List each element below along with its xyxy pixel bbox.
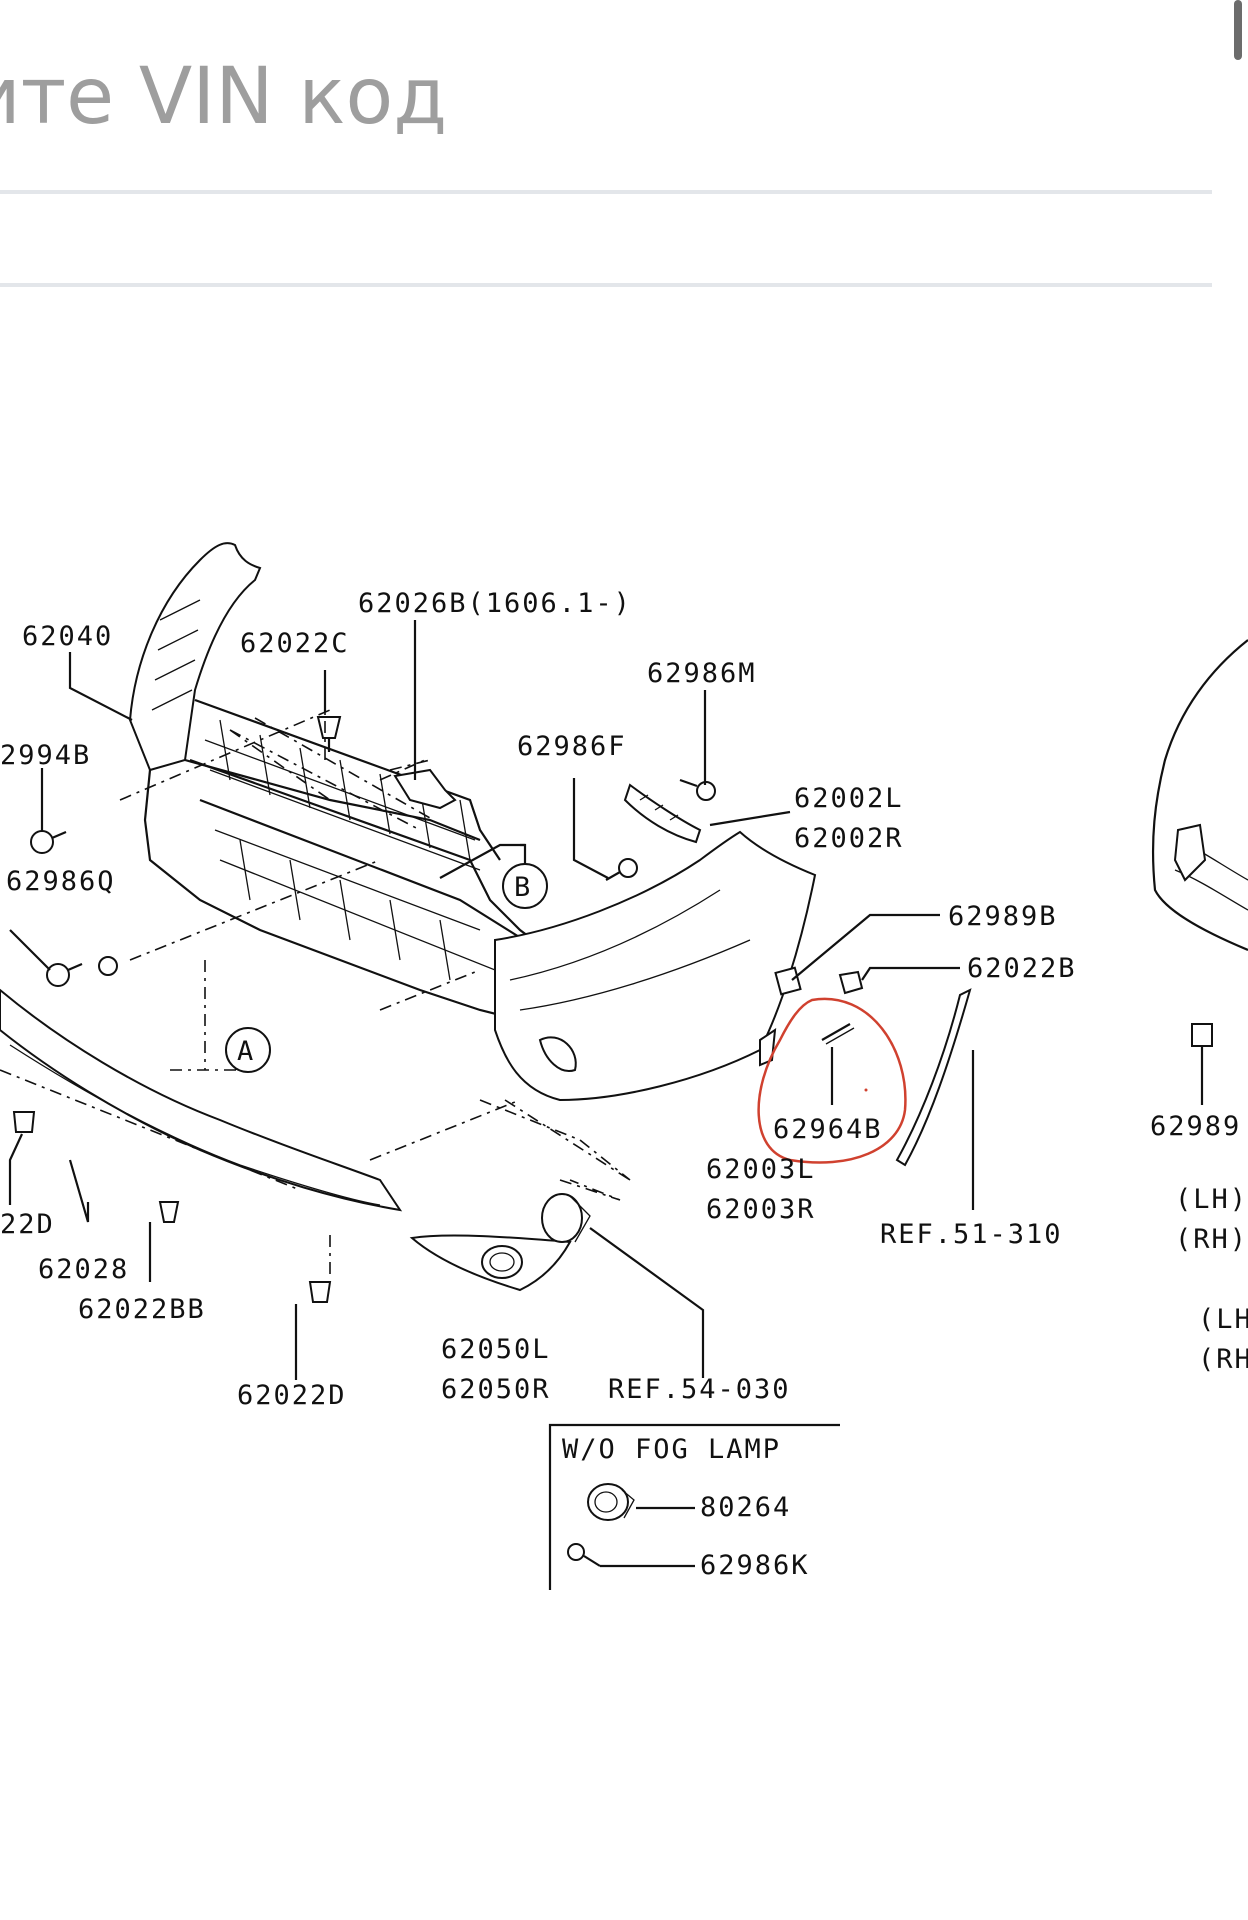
inset-title: W/O FOG LAMP [562, 1434, 781, 1465]
label-62003L[interactable]: 62003L [706, 1154, 816, 1185]
label-62022D[interactable]: 62022D [237, 1380, 347, 1411]
leader-lines [8, 620, 975, 1380]
screw-62986K[interactable] [567, 1543, 601, 1567]
bracket-62026B[interactable] [393, 768, 457, 810]
label-62040[interactable]: 62040 [22, 621, 113, 652]
bumper-cover-right[interactable] [494, 830, 817, 1102]
label-62002R[interactable]: 62002R [794, 823, 904, 854]
label-62964B[interactable]: 62964B [773, 1114, 883, 1145]
label-62989B[interactable]: 62989B [948, 901, 1058, 932]
label-62050R[interactable]: 62050R [441, 1374, 551, 1405]
fog-cover[interactable] [541, 1193, 591, 1243]
clip-62022B[interactable] [838, 970, 864, 995]
parts-diagram: B A 62040 62022C 62026B(1606.1-) 62986M … [0, 300, 1248, 1620]
adjacent-diagram-partial: 62989 (LH) (RH) (LH (RH [1150, 639, 1248, 1375]
label-ref-51-310[interactable]: REF.51-310 [880, 1219, 1063, 1250]
pin-62964B[interactable] [821, 1023, 855, 1045]
vin-search-input[interactable] [0, 42, 1120, 152]
label-62002L[interactable]: 62002L [794, 783, 904, 814]
bracket-62002L[interactable] [623, 783, 702, 844]
label-ref-54-030[interactable]: REF.54-030 [608, 1374, 791, 1405]
label-62022B[interactable]: 62022B [967, 953, 1077, 984]
highlight-dot [864, 1088, 868, 1092]
highlight-circle [757, 997, 907, 1164]
label-62986M[interactable]: 62986M [647, 658, 757, 689]
right-label-62989[interactable]: 62989 [1150, 1111, 1241, 1142]
fastener-62986F[interactable] [605, 858, 638, 881]
label-62022BB[interactable]: 62022BB [78, 1294, 206, 1325]
label-62028[interactable]: 62028 [38, 1254, 129, 1285]
label-62050L[interactable]: 62050L [441, 1334, 551, 1365]
bumper-exploded-diagram: B A 62040 62022C 62026B(1606.1-) 62986M … [0, 542, 1248, 1590]
header-divider [0, 190, 1212, 194]
fog-bezel-62050[interactable] [409, 1234, 572, 1292]
clip-62989B[interactable] [774, 966, 802, 996]
search-header [0, 0, 1248, 287]
label-62986F[interactable]: 62986F [517, 731, 627, 762]
label-62022D-left[interactable]: 22D [0, 1209, 55, 1240]
fastener-62022C[interactable] [316, 716, 342, 752]
scrollbar-thumb[interactable] [1234, 0, 1242, 60]
fastener-62022D[interactable] [308, 1281, 332, 1303]
marker-B: B [439, 843, 548, 909]
right-label-rh-2: (RH [1198, 1344, 1248, 1375]
label-62986K[interactable]: 62986K [700, 1550, 810, 1581]
right-label-lh-1: (LH) [1175, 1184, 1248, 1215]
label-62022C[interactable]: 62022C [240, 628, 350, 659]
marker-A-label: A [237, 1036, 255, 1067]
fastener-62986M[interactable] [679, 778, 716, 801]
inset-wo-fog-lamp: W/O FOG LAMP 80264 62986K [548, 1423, 840, 1590]
label-62003R[interactable]: 62003R [706, 1194, 816, 1225]
right-label-lh-2: (LH [1198, 1304, 1248, 1335]
label-62026B[interactable]: 62026B(1606.1-) [358, 588, 632, 619]
fastener-62022BB[interactable] [158, 1201, 180, 1223]
lower-spoiler-62028[interactable] [0, 988, 403, 1212]
bumper-frame-62040[interactable] [128, 542, 521, 1022]
marker-B-label: B [514, 872, 532, 903]
toolbar-divider [0, 283, 1212, 287]
label-80264[interactable]: 80264 [700, 1492, 791, 1523]
label-62994B[interactable]: 2994B [0, 740, 91, 771]
marker-A: A [225, 1027, 271, 1073]
fog-lamp-blank-80264[interactable] [587, 1483, 635, 1521]
fastener-62986Q[interactable] [46, 956, 118, 987]
right-label-rh-1: (RH) [1175, 1224, 1248, 1255]
wheel-arch-molding[interactable] [895, 988, 972, 1167]
label-62986Q[interactable]: 62986Q [6, 866, 116, 897]
fastener-62022D-left[interactable] [12, 1111, 36, 1133]
assembly-guides [0, 700, 631, 1280]
fastener-62994B[interactable] [30, 830, 67, 854]
